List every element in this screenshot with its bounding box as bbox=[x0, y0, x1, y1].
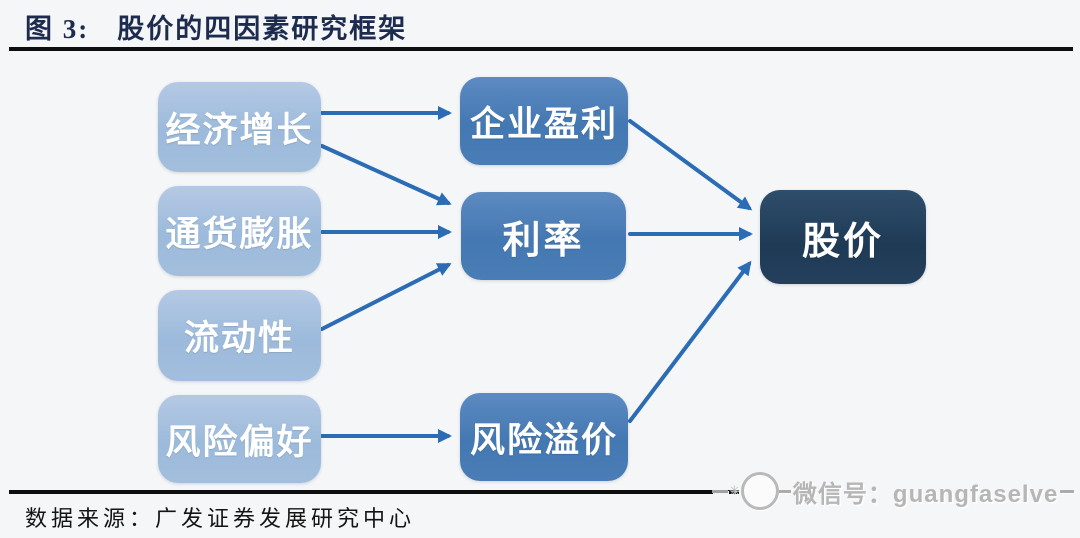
watermark-line-left bbox=[712, 489, 728, 493]
node-stock-price: 股价 bbox=[760, 190, 926, 284]
figure-number-label: 图 3: bbox=[25, 13, 90, 44]
node-interest-rate-label: 利率 bbox=[502, 219, 585, 262]
wechat-watermark: ✳ 微信号：guangfaselve bbox=[712, 472, 1074, 510]
arrow-risk-premium-to-stock-price bbox=[628, 260, 752, 423]
node-economic-growth: 经济增长 bbox=[158, 82, 321, 172]
footer-divider-rule bbox=[9, 490, 739, 494]
title-divider-rule bbox=[9, 47, 1073, 51]
node-risk-premium: 风险溢价 bbox=[460, 393, 628, 481]
node-interest-rate: 利率 bbox=[461, 192, 626, 280]
arrow-corporate-earnings-to-stock-price bbox=[628, 119, 753, 211]
node-risk-appetite: 风险偏好 bbox=[158, 395, 321, 483]
watermark-line-mid bbox=[778, 489, 791, 493]
wechat-logo-circle-icon bbox=[740, 472, 779, 510]
arrow-liquidity-to-interest-rate bbox=[320, 263, 452, 331]
figure-title-text: 股价的四因素研究框架 bbox=[117, 13, 408, 44]
data-source-caption: 数据来源：广发证券发展研究中心 bbox=[25, 506, 416, 531]
node-liquidity: 流动性 bbox=[158, 290, 321, 381]
sparkle-icon: ✳ bbox=[729, 483, 740, 498]
arrow-economic-growth-to-interest-rate bbox=[320, 144, 452, 206]
wechat-id-text: 微信号：guangfaselve bbox=[792, 480, 1059, 508]
node-economic-growth-label: 经济增长 bbox=[165, 110, 314, 150]
node-inflation-label: 通货膨胀 bbox=[165, 214, 314, 254]
node-stock-price-label: 股价 bbox=[801, 220, 884, 263]
node-liquidity-label: 流动性 bbox=[183, 319, 295, 358]
node-risk-premium-label: 风险溢价 bbox=[469, 420, 618, 460]
watermark-line-right bbox=[1060, 489, 1074, 493]
node-inflation: 通货膨胀 bbox=[158, 186, 321, 276]
node-risk-appetite-label: 风险偏好 bbox=[165, 422, 314, 462]
node-corporate-earnings: 企业盈利 bbox=[460, 77, 628, 165]
node-corporate-earnings-label: 企业盈利 bbox=[469, 104, 618, 144]
figure-title: 图 3: 股价的四因素研究框架 bbox=[25, 6, 407, 46]
